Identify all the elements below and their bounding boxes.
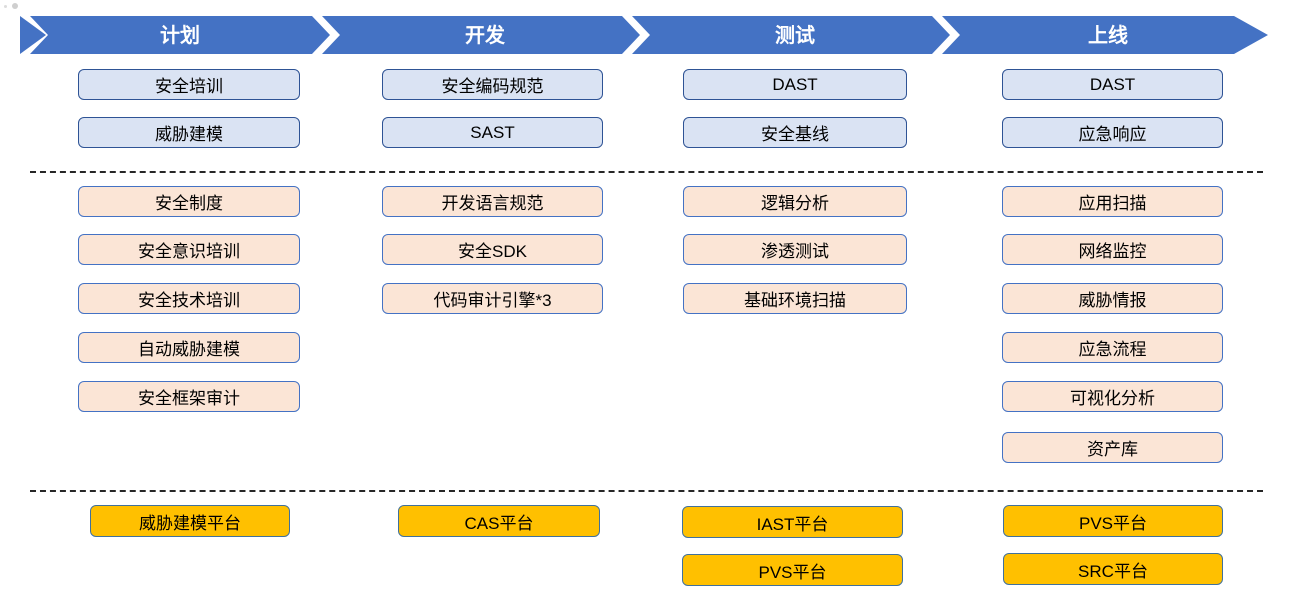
- standard-box: SAST: [382, 117, 603, 148]
- decorative-dot: [4, 5, 7, 8]
- capability-box: 安全意识培训: [78, 234, 300, 265]
- phase-label-launch: 上线: [1088, 23, 1128, 47]
- capability-box: 安全制度: [78, 186, 300, 217]
- capability-box: 安全SDK: [382, 234, 603, 265]
- capability-box: 基础环境扫描: [683, 283, 907, 314]
- capability-box: 开发语言规范: [382, 186, 603, 217]
- capability-box: 逻辑分析: [683, 186, 907, 217]
- phase-chevron-develop: [322, 16, 640, 54]
- phase-chevron-launch: [942, 16, 1268, 54]
- standard-box: 安全培训: [78, 69, 300, 100]
- capability-box: 安全技术培训: [78, 283, 300, 314]
- capability-box: 资产库: [1002, 432, 1223, 463]
- phase-label-test: 测试: [775, 24, 815, 47]
- standard-box: DAST: [683, 69, 907, 100]
- capability-box: 应用扫描: [1002, 186, 1223, 217]
- decorative-dot: [12, 3, 18, 9]
- platform-box: 威胁建模平台: [90, 505, 290, 537]
- capability-box: 威胁情报: [1002, 283, 1223, 314]
- capability-box: 自动威胁建模: [78, 332, 300, 363]
- phase-chevron-test: [632, 16, 950, 54]
- standard-box: 威胁建模: [78, 117, 300, 148]
- platform-box: PVS平台: [682, 554, 903, 586]
- capability-box: 应急流程: [1002, 332, 1223, 363]
- platform-box: IAST平台: [682, 506, 903, 538]
- phase-chevron-plan: [30, 16, 330, 54]
- phase-arrow-band: 计划 开发 测试 上线: [20, 16, 1268, 54]
- capability-box: 网络监控: [1002, 234, 1223, 265]
- capability-box: 代码审计引擎*3: [382, 283, 603, 314]
- standard-box: 安全基线: [683, 117, 907, 148]
- standard-box: 安全编码规范: [382, 69, 603, 100]
- capability-box: 渗透测试: [683, 234, 907, 265]
- platform-box: CAS平台: [398, 505, 600, 537]
- dashed-divider-top: [30, 171, 1263, 173]
- phase-label-develop: 开发: [465, 23, 506, 47]
- phase-chevron-start: [20, 16, 46, 54]
- phase-label-plan: 计划: [160, 24, 200, 47]
- capability-box: 可视化分析: [1002, 381, 1223, 412]
- platform-box: PVS平台: [1003, 505, 1223, 537]
- dashed-divider-bottom: [30, 490, 1263, 492]
- capability-box: 安全框架审计: [78, 381, 300, 412]
- standard-box: DAST: [1002, 69, 1223, 100]
- platform-box: SRC平台: [1003, 553, 1223, 585]
- standard-box: 应急响应: [1002, 117, 1223, 148]
